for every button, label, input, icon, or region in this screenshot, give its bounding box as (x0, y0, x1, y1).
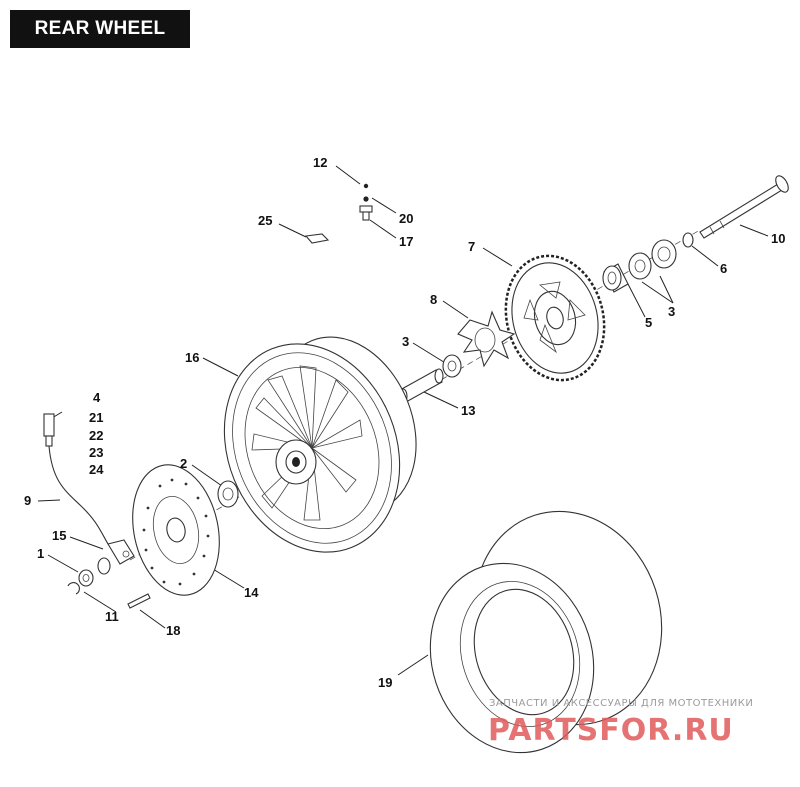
cush-drive (457, 310, 516, 368)
callout-3-left: 3 (402, 334, 409, 349)
callout-labels: 12 20 17 25 10 7 6 8 5 3 3 16 13 4 21 22… (24, 155, 785, 690)
callout-17: 17 (399, 234, 413, 249)
wheel-rim (223, 336, 417, 553)
page-title: REAR WHEEL (34, 18, 166, 39)
callout-15: 15 (52, 528, 66, 543)
disc-bolt (127, 593, 151, 609)
tire (429, 510, 663, 754)
balance-weight (304, 233, 330, 244)
callout-19: 19 (378, 675, 392, 690)
callout-10: 10 (771, 231, 785, 246)
watermark: ЗАПЧАСТИ И АКСЕССУАРЫ ДЛЯ МОТОТЕХНИКИ PA… (488, 698, 753, 748)
wheel-speed-sensor (43, 413, 109, 545)
valve-cap (359, 183, 373, 221)
callout-5: 5 (645, 315, 652, 330)
callout-23: 23 (89, 445, 103, 460)
callout-21: 21 (89, 410, 103, 425)
callout-20: 20 (399, 211, 413, 226)
watermark-tagline: ЗАПЧАСТИ И АКСЕССУАРЫ ДЛЯ МОТОТЕХНИКИ (489, 698, 753, 709)
title-box: REAR WHEEL (10, 10, 190, 48)
callout-6: 6 (720, 261, 727, 276)
watermark-brand: PARTSFOR.RU (488, 713, 734, 748)
callout-13: 13 (461, 403, 475, 418)
bearing-left (442, 354, 462, 378)
wheel-bearing (217, 480, 239, 508)
callout-14: 14 (244, 585, 259, 600)
leader-lines (37, 165, 769, 676)
bearing-set-right (602, 232, 694, 293)
callout-1: 1 (37, 546, 44, 561)
callout-24: 24 (89, 462, 104, 477)
callout-12: 12 (313, 155, 327, 170)
callout-7: 7 (468, 239, 475, 254)
axle (699, 175, 789, 239)
callout-16: 16 (185, 350, 199, 365)
callout-11: 11 (105, 609, 119, 624)
callout-2: 2 (180, 456, 187, 471)
callout-4: 4 (93, 390, 101, 405)
callout-25: 25 (258, 213, 272, 228)
callout-18: 18 (166, 623, 180, 638)
callout-3-right: 3 (668, 304, 675, 319)
brake-disc (132, 464, 220, 596)
callout-22: 22 (89, 428, 103, 443)
drive-pulley (504, 254, 606, 382)
callout-8: 8 (430, 292, 437, 307)
callout-9: 9 (24, 493, 31, 508)
sensor-bracket (67, 539, 135, 595)
